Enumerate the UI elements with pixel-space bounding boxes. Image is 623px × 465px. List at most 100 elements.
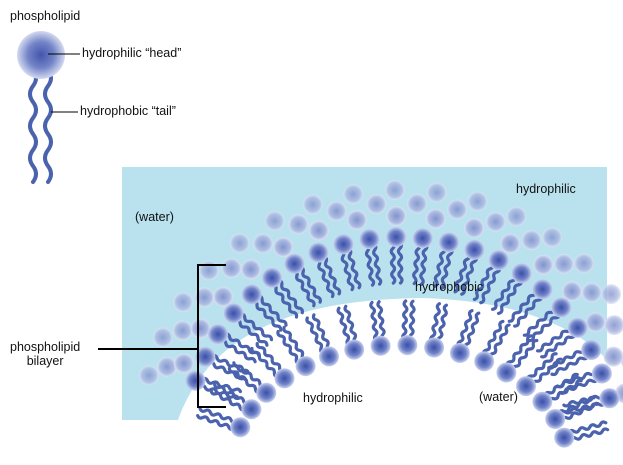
lipid-head <box>230 417 251 438</box>
lipid-head <box>438 232 459 253</box>
lipid-head <box>464 239 485 260</box>
outer-lipid <box>472 250 509 305</box>
inner-lipid <box>532 372 583 412</box>
back-head <box>221 258 242 279</box>
inner-lipid <box>196 407 251 438</box>
outer-lipid <box>241 284 288 332</box>
lipid-head <box>449 343 470 363</box>
bilayer-bracket <box>98 264 226 408</box>
back-head <box>173 353 194 374</box>
back-head <box>273 237 294 258</box>
lipid-head <box>412 228 433 249</box>
lipid-head <box>262 267 282 288</box>
back-head <box>172 320 193 341</box>
lipid-head <box>274 368 295 389</box>
bilayer-label-line2: bilayer <box>26 354 64 369</box>
back-head <box>253 233 273 254</box>
outer-lipid <box>547 340 602 377</box>
head-label: hydrophilic “head” <box>82 46 182 60</box>
back-head <box>302 194 323 215</box>
outer-lipid <box>433 232 459 290</box>
lipid-head <box>424 337 445 358</box>
lipid-head <box>359 229 380 250</box>
lipid-head <box>284 253 305 274</box>
lipid-head <box>195 346 216 367</box>
back-head <box>425 208 446 229</box>
inner-lipid <box>250 342 295 389</box>
inner-lipid <box>554 420 610 448</box>
outer-lipid <box>536 317 588 359</box>
phospholipid-tail-left <box>28 68 38 184</box>
lipid-head <box>344 339 365 360</box>
lipid-head <box>386 227 407 247</box>
outer-lipid <box>359 229 383 287</box>
back-head <box>581 282 602 303</box>
back-head <box>585 312 606 333</box>
single-phospholipid <box>17 31 80 184</box>
hydrophilic-outer-label: hydrophilic <box>516 182 576 196</box>
lipid-head <box>241 284 262 305</box>
lipid-head <box>397 335 418 356</box>
back-head <box>500 233 521 254</box>
back-head <box>264 211 285 231</box>
back-head <box>173 292 194 313</box>
outer-lipid <box>262 267 304 319</box>
back-head <box>213 286 234 307</box>
lipid-head <box>308 242 329 263</box>
back-head <box>194 287 215 308</box>
lipid-head <box>185 370 206 391</box>
outer-lipid <box>491 263 532 315</box>
lipid-head <box>591 363 612 384</box>
inner-lipid <box>545 395 599 429</box>
back-head <box>229 233 250 254</box>
back-head <box>485 211 506 232</box>
inner-lipid <box>516 352 563 397</box>
back-head <box>426 182 447 203</box>
back-head <box>562 281 582 302</box>
hydrophilic-inner-label: hydrophilic <box>303 391 363 405</box>
back-head <box>138 365 159 386</box>
outer-lipid <box>223 303 274 347</box>
outer-lipid <box>308 242 342 299</box>
back-head <box>506 206 527 227</box>
lipid-head <box>554 427 575 448</box>
phospholipid-head <box>17 31 65 79</box>
back-head <box>574 253 594 274</box>
back-head <box>467 191 488 212</box>
bilayer-label: phospholipid bilayer <box>10 340 80 369</box>
back-head <box>366 194 387 215</box>
phospholipid-title: phospholipid <box>10 9 81 23</box>
lipid-head <box>496 362 517 383</box>
inner-lipid <box>496 334 539 383</box>
lipid-head <box>474 351 495 372</box>
lipid-head <box>333 234 354 255</box>
inner-lipid <box>449 309 481 363</box>
back-head <box>407 193 428 214</box>
back-head <box>603 346 623 367</box>
back-head <box>240 259 261 280</box>
lipid-head <box>532 391 553 412</box>
back-head <box>198 260 219 281</box>
back-row-heads <box>138 180 623 404</box>
back-head <box>308 220 329 241</box>
inner-leaflet <box>196 299 610 448</box>
lipid-head <box>488 250 509 271</box>
bracket-outline <box>197 264 226 408</box>
phospholipid-tail-right <box>43 68 53 184</box>
lipid-head <box>599 388 620 409</box>
back-head <box>533 254 554 275</box>
outer-lipid <box>386 227 407 285</box>
back-head <box>152 327 173 348</box>
inner-lipid <box>209 383 262 420</box>
back-head <box>346 210 367 230</box>
inner-lipid <box>424 302 448 358</box>
lipid-head <box>532 279 553 300</box>
lipid-head <box>295 356 316 377</box>
tail-label: hydrophobic “tail” <box>80 104 176 118</box>
inner-lipid <box>474 319 511 372</box>
back-head <box>157 356 177 377</box>
hydrophobic-core-label: hydrophobic <box>415 280 484 294</box>
back-head <box>384 180 405 200</box>
back-head <box>542 227 563 248</box>
back-head <box>190 318 211 339</box>
